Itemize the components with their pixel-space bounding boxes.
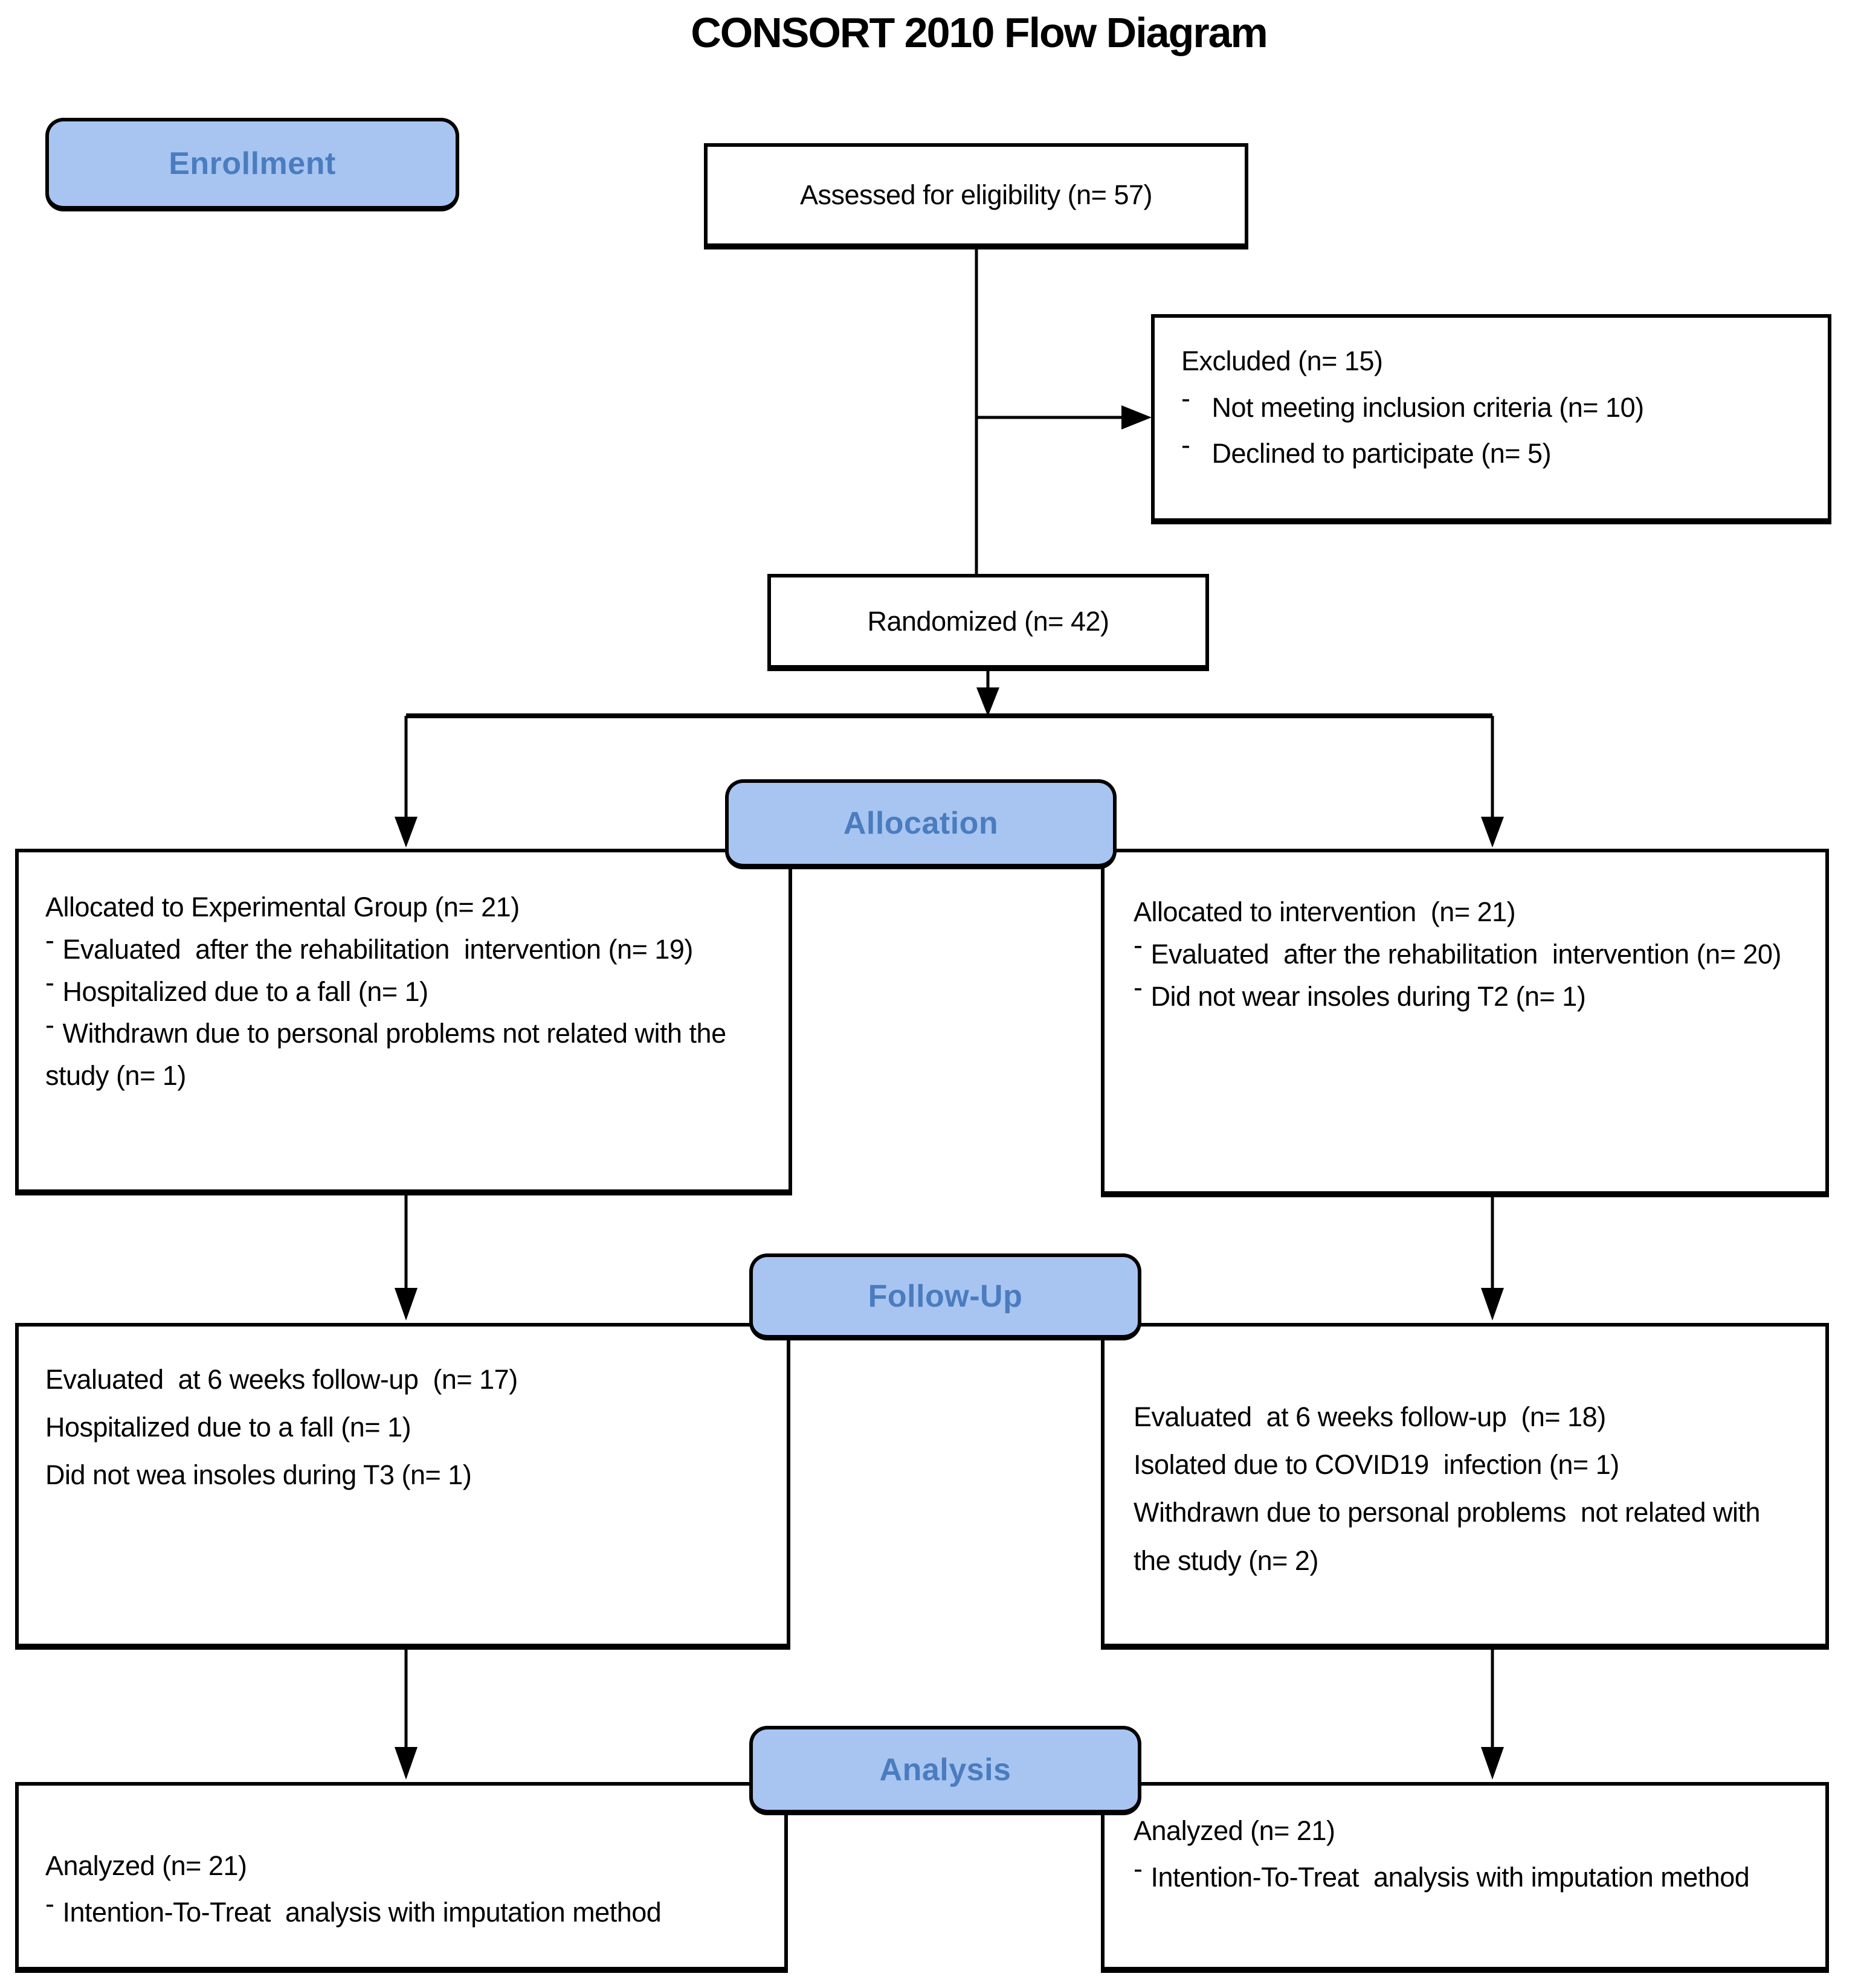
allocation-right-item: -Evaluated after the rehabilitation inte… — [1134, 930, 1801, 976]
analysis-left-title: Analyzed (n= 21) — [45, 1850, 247, 1881]
stage-label-followup-text: Follow-Up — [868, 1278, 1023, 1314]
allocation-right-item-text: Evaluated after the rehabilitation inter… — [1150, 938, 1782, 970]
followup-right-line: Evaluated at 6 weeks follow-up (n= 18) — [1134, 1401, 1606, 1432]
arrowhead-allocation-left-icon — [395, 817, 418, 848]
box-analyzed-experimental-group: Analyzed (n= 21) -Intention-To-Treat ana… — [15, 1782, 788, 1973]
arrowhead-allocation-right-icon — [1481, 817, 1504, 848]
stage-label-analysis: Analysis — [749, 1726, 1141, 1815]
allocation-left-item: -Hospitalized due to a fall (n= 1) — [45, 967, 764, 1013]
assessed-text: Assessed for eligibility (n= 57) — [799, 179, 1153, 211]
arrowhead-analysis-right-icon — [1481, 1747, 1504, 1780]
stage-label-enrollment: Enrollment — [45, 118, 459, 211]
stage-label-allocation: Allocation — [725, 779, 1117, 869]
arrowhead-split-icon — [976, 687, 999, 716]
stage-label-allocation-text: Allocation — [843, 806, 999, 841]
analysis-left-item: -Intention-To-Treat analysis with imputa… — [45, 1888, 751, 1935]
arrowhead-excluded-icon — [1121, 405, 1152, 429]
box-excluded: Excluded (n= 15) -Not meeting inclusion … — [1151, 314, 1831, 524]
bullet-dash-icon: - — [45, 1888, 54, 1919]
bullet-dash-icon: - — [1134, 930, 1143, 961]
diagram-title: CONSORT 2010 Flow Diagram — [691, 9, 1268, 56]
excluded-title: Excluded (n= 15) — [1181, 346, 1383, 376]
stage-label-analysis-text: Analysis — [879, 1752, 1011, 1787]
allocation-left-item-text: Hospitalized due to a fall (n= 1) — [62, 976, 429, 1007]
allocation-right-item: -Did not wear insoles during T2 (n= 1) — [1134, 972, 1801, 1018]
allocation-left-item-text: Withdrawn due to personal problems not r… — [45, 1018, 734, 1091]
analysis-right-title: Analyzed (n= 21) — [1134, 1815, 1335, 1846]
allocation-right-title: Allocated to intervention (n= 21) — [1134, 896, 1516, 927]
bullet-dash-icon: - — [1181, 429, 1190, 460]
box-allocated-intervention: Allocated to intervention (n= 21) -Evalu… — [1101, 849, 1829, 1197]
bullet-dash-icon: - — [45, 925, 54, 956]
bullet-dash-icon: - — [1134, 1853, 1143, 1884]
box-analyzed-intervention: Analyzed (n= 21) -Intention-To-Treat ana… — [1101, 1782, 1829, 1973]
randomized-text: Randomized (n= 42) — [867, 605, 1109, 637]
arrowhead-followup-left-icon — [395, 1288, 418, 1321]
box-randomized: Randomized (n= 42) — [767, 574, 1209, 671]
allocation-left-title: Allocated to Experimental Group (n= 21) — [45, 892, 520, 922]
stage-label-enrollment-text: Enrollment — [169, 146, 336, 181]
excluded-item-text: Not meeting inclusion criteria (n= 10) — [1211, 391, 1645, 423]
followup-left-line: Evaluated at 6 weeks follow-up (n= 17) — [45, 1364, 518, 1395]
allocation-left-item: -Withdrawn due to personal problems not … — [45, 1009, 764, 1097]
bullet-dash-icon: - — [45, 1009, 54, 1040]
analysis-right-item-text: Intention-To-Treat analysis with imputat… — [1150, 1862, 1750, 1893]
analysis-right-item: -Intention-To-Treat analysis with imputa… — [1134, 1853, 1801, 1900]
box-followup-experimental-group: Evaluated at 6 weeks follow-up (n= 17) H… — [15, 1323, 790, 1650]
allocation-right-item-text: Did not wear insoles during T2 (n= 1) — [1150, 980, 1586, 1012]
followup-left-line: Hospitalized due to a fall (n= 1) — [45, 1412, 411, 1443]
bullet-dash-icon: - — [1134, 972, 1143, 1003]
excluded-item: -Not meeting inclusion criteria (n= 10) — [1181, 383, 1805, 431]
excluded-item-text: Declined to participate (n= 5) — [1211, 438, 1552, 469]
analysis-left-item-text: Intention-To-Treat analysis with imputat… — [62, 1897, 662, 1928]
box-assessed-for-eligibility: Assessed for eligibility (n= 57) — [704, 143, 1248, 249]
arrowhead-analysis-left-icon — [395, 1747, 418, 1780]
allocation-left-item-text: Evaluated after the rehabilitation inter… — [62, 933, 694, 965]
bullet-dash-icon: - — [1181, 383, 1190, 414]
excluded-item: -Declined to participate (n= 5) — [1181, 429, 1805, 477]
arrowhead-followup-right-icon — [1481, 1288, 1504, 1321]
bullet-dash-icon: - — [45, 967, 54, 999]
followup-right-line: Isolated due to COVID19 infection (n= 1) — [1134, 1449, 1619, 1481]
box-allocated-experimental-group: Allocated to Experimental Group (n= 21) … — [15, 849, 792, 1195]
stage-label-followup: Follow-Up — [749, 1253, 1141, 1340]
followup-left-line: Did not wea insoles during T3 (n= 1) — [45, 1459, 472, 1491]
box-followup-intervention: Evaluated at 6 weeks follow-up (n= 18) I… — [1101, 1323, 1829, 1650]
followup-right-line: Withdrawn due to personal problems not r… — [1134, 1497, 1768, 1576]
allocation-left-item: -Evaluated after the rehabilitation inte… — [45, 925, 764, 971]
